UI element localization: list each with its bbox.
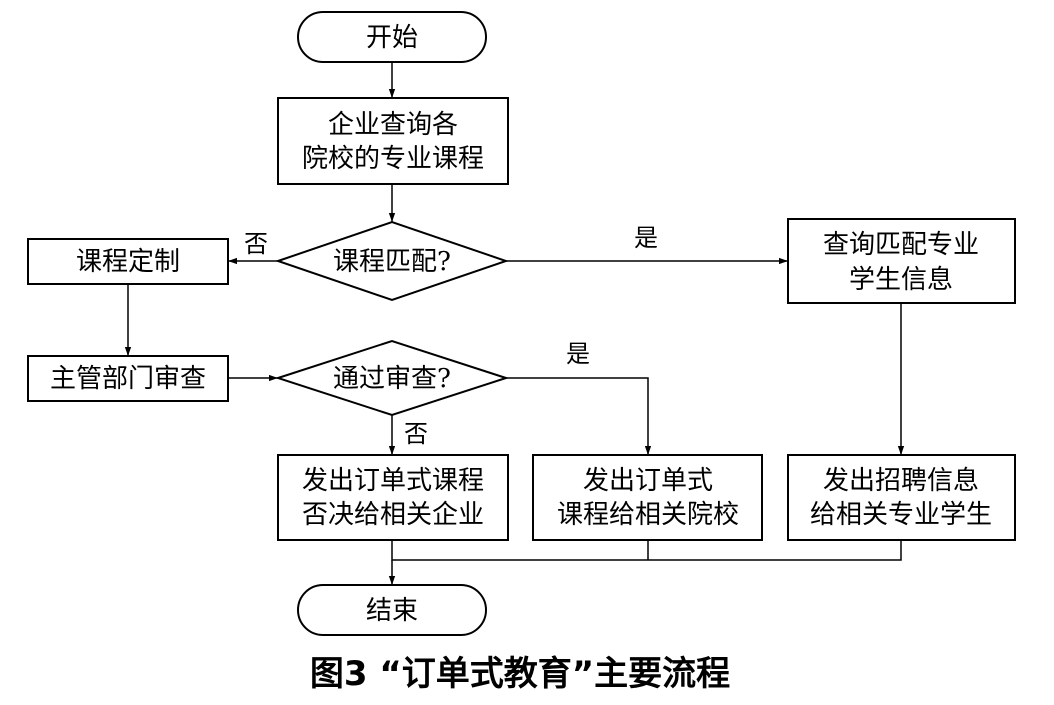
edge-label-yes-match: 是 [634,224,658,252]
query-students-label-1: 查询匹配专业 [823,230,979,260]
dept-review-box [27,355,229,402]
course-match-label: 课程匹配? [333,247,451,277]
end-label: 结束 [366,596,418,626]
edge-merge-line [391,540,902,561]
query-courses-label-2: 院校的专业课程 [302,144,484,174]
dept-review-label: 主管部门审查 [50,364,206,394]
pass-review-label: 通过审查? [333,364,451,394]
edge-pass-yes [506,377,652,455]
send-recruit-box [787,454,1016,541]
reject-order-box [277,454,509,541]
customize-label: 课程定制 [76,247,180,277]
figure-caption: 图3 “订单式教育”主要流程 [310,654,730,694]
edge-label-no-match: 否 [244,230,268,258]
send-order-label-2: 课程给相关院校 [557,500,739,530]
send-recruit-label-2: 给相关专业学生 [810,500,992,530]
reject-order-label-1: 发出订单式课程 [302,466,484,496]
reject-order-label-2: 否决给相关企业 [302,500,484,530]
query-courses-label-1: 企业查询各 [328,110,458,140]
send-recruit-label-1: 发出招聘信息 [823,466,979,496]
send-order-label-1: 发出订单式 [583,466,713,496]
query-students-label-2: 学生信息 [849,265,953,295]
edge-label-no-pass: 否 [404,420,428,448]
start-label: 开始 [366,23,418,53]
send-order-box [532,454,763,541]
edge-label-yes-pass: 是 [566,340,590,368]
query-courses-box [277,97,509,185]
